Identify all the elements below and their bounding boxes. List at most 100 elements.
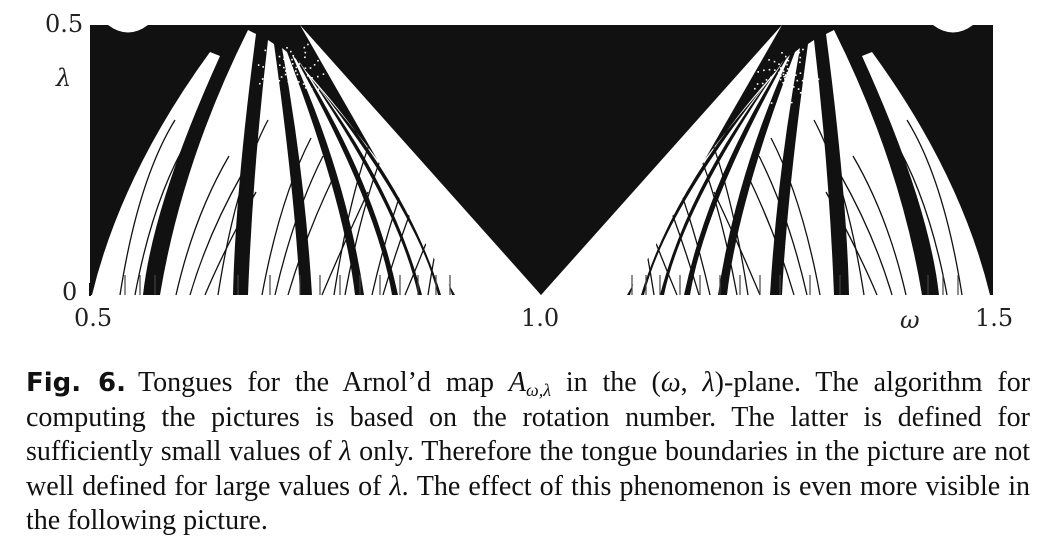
speckle-left-68 (309, 67, 312, 69)
filament-right-3 (839, 173, 893, 296)
caption-text-1: Tongues for the Arnol’d map (138, 367, 509, 398)
speckle-right-47 (808, 69, 811, 71)
speckle-left-21 (322, 73, 325, 75)
speckle-right-14 (772, 89, 774, 91)
tongue-gap-left-7 (305, 70, 452, 295)
tongue-gap-left-3 (282, 48, 355, 295)
speckle-right-52 (799, 61, 801, 64)
speckle-right-41 (773, 60, 776, 63)
speckle-right-43 (754, 87, 756, 90)
y-tick-bottom: 0 (62, 278, 78, 306)
speckle-right-61 (782, 81, 784, 84)
tongue-gap-left-2 (248, 40, 300, 295)
speckle-left-16 (317, 88, 320, 91)
speckle-left-22 (288, 70, 290, 73)
speckle-left-62 (283, 58, 285, 60)
speckle-left-10 (303, 46, 306, 49)
speckle-right-12 (778, 71, 780, 74)
speckle-left-59 (257, 64, 260, 66)
speckle-left-55 (295, 70, 297, 72)
speckle-left-41 (278, 55, 281, 58)
speckle-left-6 (289, 73, 291, 75)
speckle-left-61 (287, 76, 289, 79)
speckle-left-18 (298, 63, 301, 65)
speckle-left-49 (289, 69, 292, 71)
filament-right-2 (852, 155, 907, 296)
map-symbol: A (508, 367, 527, 398)
omega-symbol: ω (660, 367, 681, 398)
speckle-left-32 (295, 96, 298, 99)
caption-text-4: only. Therefore the tongue boundaries in… (26, 436, 1030, 502)
top-right-notch (933, 25, 973, 33)
speckle-right-44 (786, 72, 788, 74)
tongue-gap-right-1 (826, 30, 922, 295)
tongue-gap-left-5 (298, 60, 418, 295)
lambda-symbol-3: λ (389, 470, 402, 502)
speckle-left-1 (284, 73, 287, 76)
speckle-right-20 (768, 59, 770, 61)
speckle-right-17 (780, 75, 782, 77)
lambda-symbol-1: λ (702, 367, 715, 398)
y-tick-top: 0.5 (45, 10, 84, 38)
speckle-left-40 (287, 81, 290, 83)
filament-right-8 (746, 173, 795, 296)
speckle-right-30 (765, 79, 768, 81)
speckle-right-27 (770, 102, 773, 104)
speckle-left-48 (274, 92, 276, 94)
speckle-left-9 (266, 77, 269, 80)
tongue-gap-left-6 (302, 66, 438, 295)
speckle-right-50 (791, 78, 794, 81)
filament-right-7 (758, 155, 808, 296)
speckle-right-16 (812, 93, 815, 96)
speckle-left-19 (289, 85, 291, 87)
speckle-left-3 (302, 83, 305, 85)
filament-left-8 (287, 173, 336, 296)
filament-left-0 (119, 119, 176, 296)
tongue-gap-right-3 (727, 48, 800, 295)
speckle-right-58 (799, 92, 802, 94)
speckle-left-4 (262, 66, 264, 68)
arnold-tongues-figure: 0.5 λ 0 0.5 1.0 ω 1.5 (45, 10, 1013, 332)
caption-label: Fig. 6. (26, 368, 127, 398)
speckle-left-58 (304, 87, 307, 89)
speckle-right-23 (786, 68, 789, 70)
filament-left-7 (274, 155, 324, 296)
speckle-right-3 (797, 88, 800, 90)
tongue-plot (89, 25, 993, 296)
filament-left-1 (134, 137, 190, 296)
speckle-left-69 (273, 87, 276, 89)
speckle-left-23 (291, 63, 294, 65)
speckle-left-5 (319, 55, 322, 57)
speckle-right-53 (786, 98, 788, 100)
speckle-right-25 (763, 69, 765, 72)
speckle-right-18 (793, 68, 796, 70)
speckle-left-28 (287, 65, 290, 68)
speckle-left-45 (294, 78, 296, 80)
speckle-right-26 (812, 64, 814, 67)
speckle-right-66 (786, 79, 789, 82)
speckle-left-24 (298, 81, 300, 83)
speckle-right-46 (768, 68, 771, 71)
caption-text-5: . The effect of this phenomenon is even … (26, 470, 1030, 537)
y-axis-variable: λ (56, 64, 72, 92)
tongue-gap-right-0 (862, 52, 990, 295)
speckle-right-38 (785, 75, 787, 77)
speckle-right-37 (805, 93, 808, 95)
speckle-right-4 (757, 71, 759, 73)
filament-right-5 (813, 119, 865, 296)
speckle-right-67 (774, 69, 776, 71)
speckle-right-36 (785, 55, 787, 58)
speckle-left-35 (278, 80, 281, 82)
speckle-right-56 (775, 81, 778, 83)
speckle-right-39 (790, 71, 793, 74)
filament-left-5 (217, 119, 269, 296)
speckle-left-33 (287, 68, 290, 71)
speckle-right-57 (787, 59, 790, 62)
speckle-left-7 (284, 62, 287, 64)
x-tick-middle: 1.0 (521, 304, 560, 332)
filament-left-2 (175, 155, 230, 296)
speckle-right-31 (799, 56, 802, 59)
speckle-left-42 (317, 75, 319, 78)
figure-caption: Fig. 6.Tongues for the Arnol’d map Aω,λ … (26, 366, 1030, 539)
speckle-left-26 (317, 59, 319, 62)
